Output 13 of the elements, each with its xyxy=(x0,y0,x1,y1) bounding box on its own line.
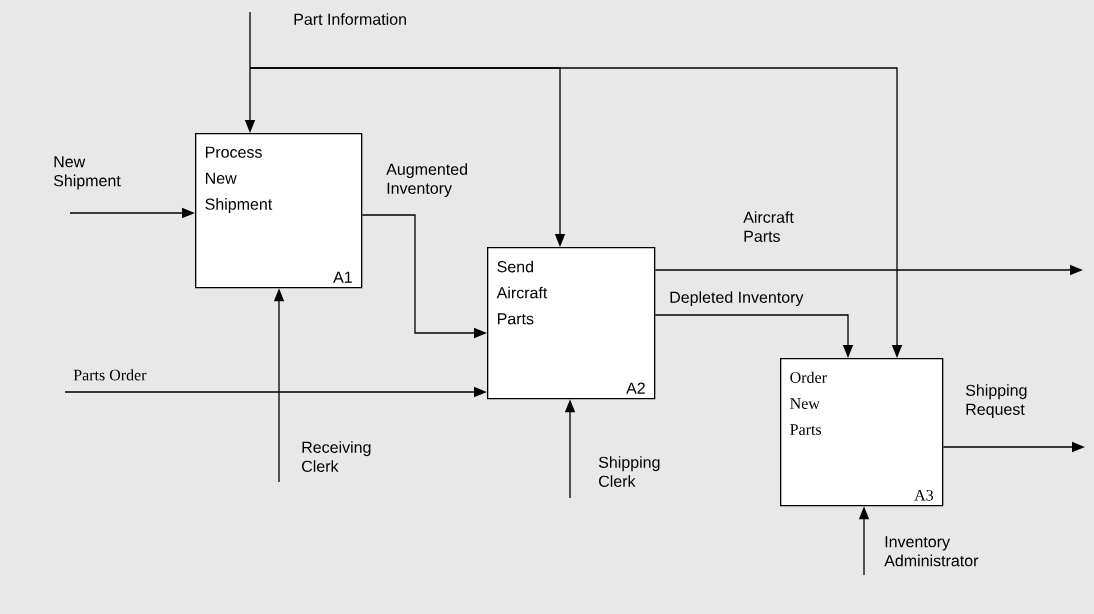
edge-label: Parts Order xyxy=(73,369,147,381)
edge-label: Shipping Clerk xyxy=(598,456,660,487)
process-box: Order New Parts A3 xyxy=(780,358,944,507)
process-box: Process New Shipment A1 xyxy=(195,133,363,289)
edge-label: Augmented Inventory xyxy=(386,163,467,198)
edge-label: Depleted Inventory xyxy=(670,291,804,307)
edge-label: Aircraft Parts xyxy=(743,211,794,242)
edge-label: Receiving Clerk xyxy=(302,441,371,472)
edge-label: Shipping Request xyxy=(965,384,1027,419)
process-box: Send Aircraft Parts A2 xyxy=(487,247,656,400)
edge-label: Inventory Administrator xyxy=(884,536,979,567)
edge-label: New Shipment xyxy=(53,156,121,190)
edge-label: Part Information xyxy=(294,13,406,25)
